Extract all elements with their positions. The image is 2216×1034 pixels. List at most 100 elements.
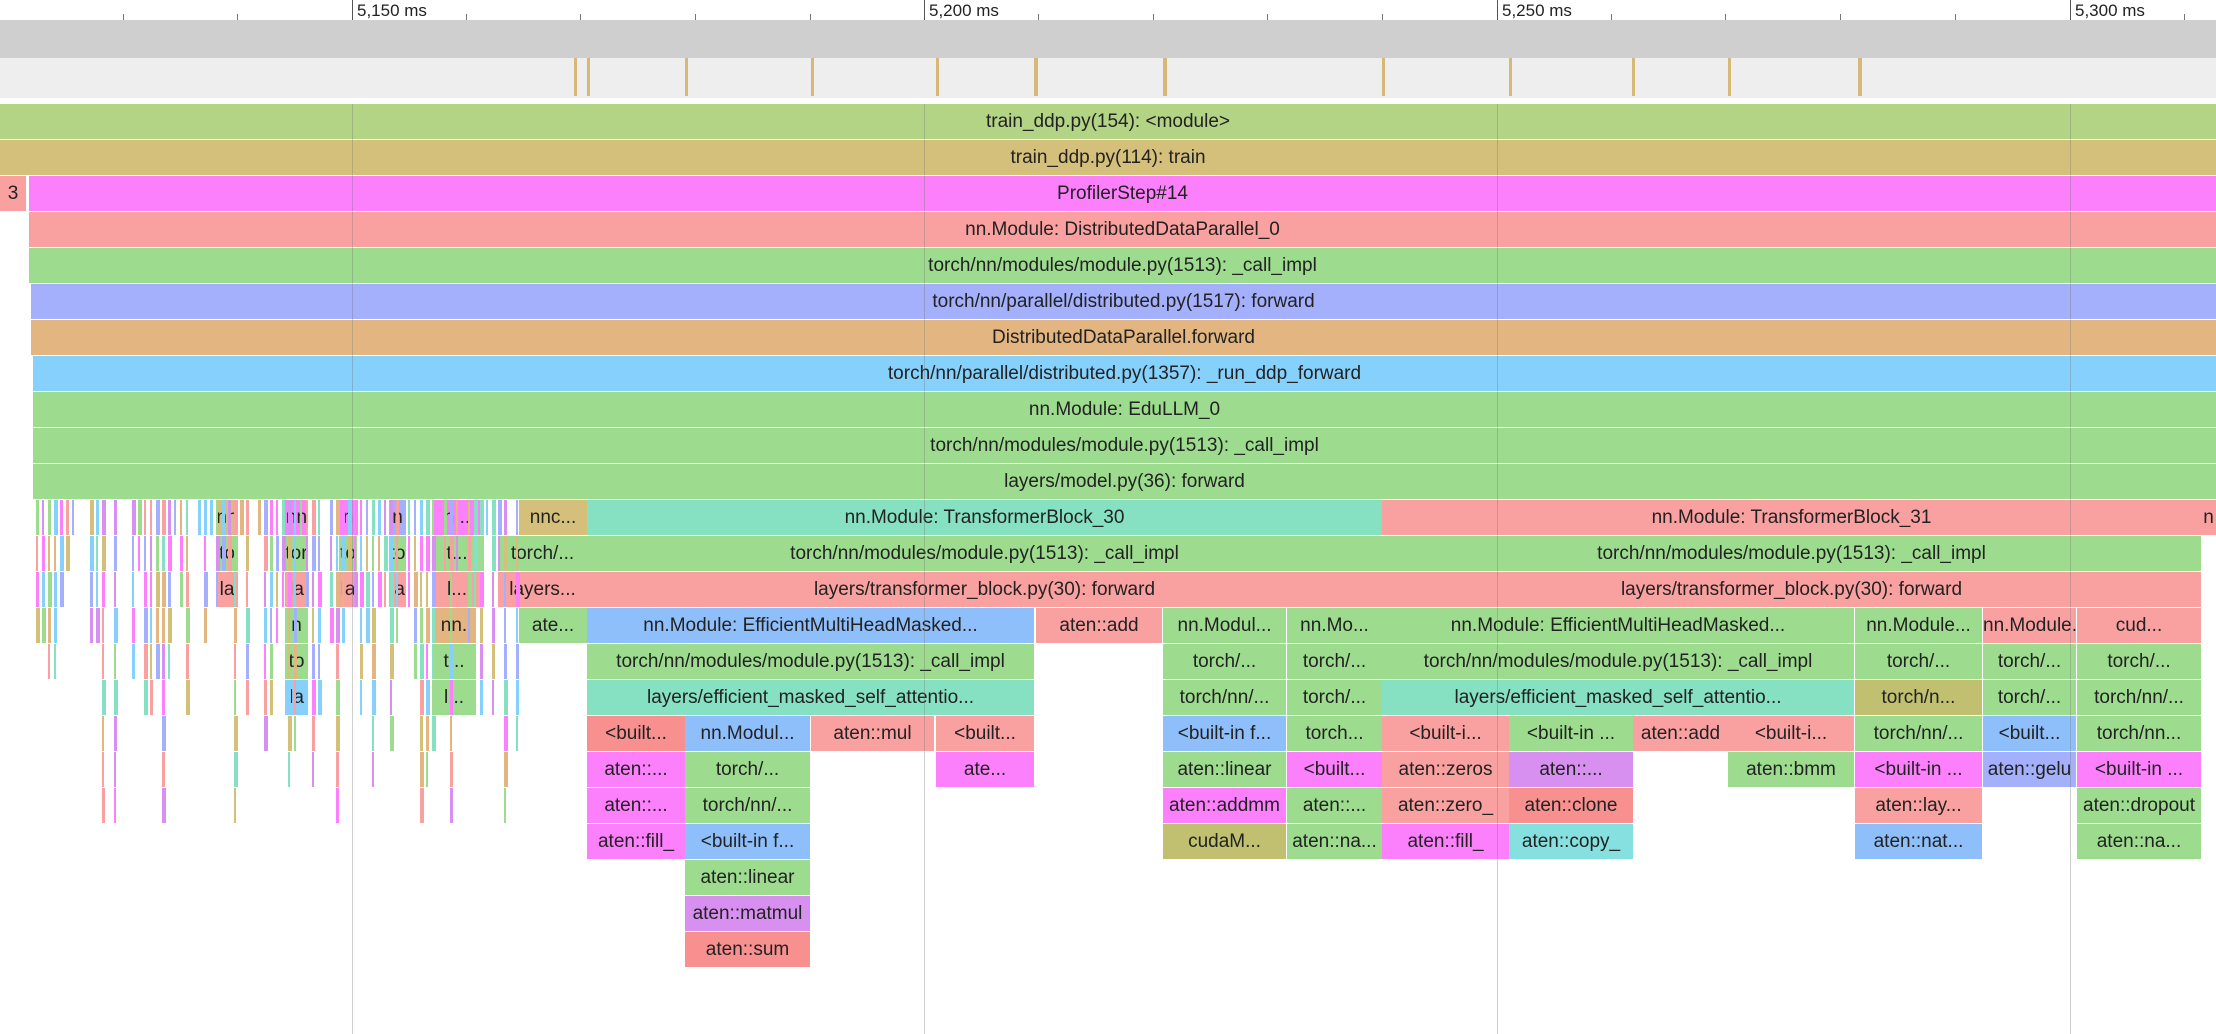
trace-sliver[interactable] — [288, 680, 291, 715]
trace-sliver[interactable] — [36, 500, 39, 535]
trace-sliver[interactable] — [504, 680, 508, 715]
trace-sliver[interactable] — [474, 572, 476, 607]
trace-sliver[interactable] — [288, 608, 290, 643]
trace-sliver[interactable] — [282, 536, 286, 571]
trace-sliver[interactable] — [102, 608, 104, 643]
trace-slice[interactable]: torch/nn/modules/module.py(1513): _call_… — [29, 248, 2216, 283]
trace-sliver[interactable] — [294, 608, 297, 643]
trace-slice[interactable]: aten::linear — [685, 860, 810, 895]
trace-sliver[interactable] — [48, 608, 51, 643]
trace-sliver[interactable] — [390, 680, 392, 715]
trace-sliver[interactable] — [390, 572, 394, 607]
trace-sliver[interactable] — [372, 572, 374, 607]
trace-sliver[interactable] — [36, 536, 38, 571]
trace-sliver[interactable] — [102, 716, 104, 751]
trace-sliver[interactable] — [354, 572, 358, 607]
trace-sliver[interactable] — [480, 536, 484, 571]
trace-slice[interactable]: <built... — [587, 716, 685, 751]
trace-sliver[interactable] — [90, 572, 93, 607]
trace-slice[interactable]: <built-in f... — [685, 824, 810, 859]
trace-sliver[interactable] — [168, 500, 171, 535]
trace-sliver[interactable] — [480, 644, 483, 679]
trace-sliver[interactable] — [228, 536, 232, 571]
trace-sliver[interactable] — [132, 500, 136, 535]
trace-sliver[interactable] — [408, 500, 410, 535]
trace-sliver[interactable] — [150, 500, 152, 535]
trace-slice[interactable]: aten::zero_ — [1382, 788, 1509, 823]
trace-sliver[interactable] — [354, 536, 356, 571]
trace-sliver[interactable] — [102, 752, 104, 787]
trace-sliver[interactable] — [390, 608, 394, 643]
trace-slice[interactable]: <built-in f... — [1163, 716, 1286, 751]
trace-sliver[interactable] — [294, 644, 297, 679]
trace-slice[interactable]: layers/model.py(36): forward — [33, 464, 2216, 499]
trace-sliver[interactable] — [150, 644, 152, 679]
trace-sliver[interactable] — [288, 752, 290, 787]
trace-sliver[interactable] — [408, 572, 410, 607]
trace-sliver[interactable] — [114, 572, 116, 607]
trace-sliver[interactable] — [378, 536, 380, 571]
trace-sliver[interactable] — [60, 536, 64, 571]
trace-sliver[interactable] — [42, 536, 45, 571]
trace-slice[interactable]: torch/nn/modules/module.py(1513): _call_… — [587, 536, 1382, 571]
trace-sliver[interactable] — [228, 500, 231, 535]
trace-sliver[interactable] — [504, 788, 506, 823]
trace-sliver[interactable] — [294, 536, 296, 571]
trace-sliver[interactable] — [348, 500, 352, 535]
trace-sliver[interactable] — [180, 572, 183, 607]
trace-slice[interactable]: nn.Module: DistributedDataParallel_0 — [29, 212, 2216, 247]
trace-slice[interactable]: aten::sum — [685, 932, 810, 967]
trace-sliver[interactable] — [384, 536, 388, 571]
trace-sliver[interactable] — [450, 608, 452, 643]
trace-sliver[interactable] — [450, 680, 453, 715]
trace-sliver[interactable] — [216, 500, 218, 535]
trace-slice[interactable]: aten::mul — [811, 716, 934, 751]
trace-sliver[interactable] — [336, 716, 340, 751]
trace-sliver[interactable] — [342, 500, 345, 535]
trace-sliver[interactable] — [432, 536, 436, 571]
trace-sliver[interactable] — [246, 680, 249, 715]
trace-slice[interactable]: aten::na... — [1287, 824, 1382, 859]
trace-sliver[interactable] — [132, 644, 135, 679]
trace-slice[interactable]: torch/... — [1287, 680, 1382, 715]
trace-sliver[interactable] — [204, 500, 207, 535]
trace-slice[interactable]: <built-in ... — [2077, 752, 2201, 787]
trace-sliver[interactable] — [504, 500, 507, 535]
trace-sliver[interactable] — [384, 500, 386, 535]
trace-sliver[interactable] — [288, 500, 292, 535]
trace-sliver[interactable] — [276, 500, 278, 535]
trace-sliver[interactable] — [276, 536, 279, 571]
trace-slice[interactable]: aten::... — [1287, 788, 1382, 823]
trace-sliver[interactable] — [66, 500, 69, 535]
trace-sliver[interactable] — [372, 716, 374, 751]
trace-slice[interactable]: nn.Mo... — [1287, 608, 1382, 643]
trace-sliver[interactable] — [492, 500, 496, 535]
trace-slice[interactable]: aten::... — [587, 752, 685, 787]
trace-sliver[interactable] — [294, 500, 296, 535]
trace-sliver[interactable] — [144, 500, 146, 535]
trace-slice[interactable]: aten::gelu — [1983, 752, 2076, 787]
trace-sliver[interactable] — [492, 536, 496, 571]
trace-sliver[interactable] — [48, 572, 52, 607]
trace-sliver[interactable] — [420, 644, 424, 679]
trace-slice[interactable]: l... — [432, 680, 476, 715]
trace-sliver[interactable] — [162, 752, 165, 787]
trace-sliver[interactable] — [420, 536, 423, 571]
trace-sliver[interactable] — [450, 536, 454, 571]
trace-slice[interactable]: aten::fill_ — [587, 824, 685, 859]
trace-sliver[interactable] — [234, 572, 236, 607]
trace-slice[interactable]: aten::add — [1036, 608, 1162, 643]
trace-sliver[interactable] — [234, 716, 238, 751]
trace-sliver[interactable] — [396, 536, 398, 571]
trace-sliver[interactable] — [492, 608, 495, 643]
trace-sliver[interactable] — [342, 536, 345, 571]
trace-sliver[interactable] — [96, 500, 99, 535]
trace-slice[interactable]: torch/... — [2077, 644, 2201, 679]
trace-sliver[interactable] — [312, 572, 314, 607]
trace-sliver[interactable] — [336, 644, 339, 679]
trace-sliver[interactable] — [384, 572, 386, 607]
trace-sliver[interactable] — [426, 608, 430, 643]
trace-slice[interactable]: ProfilerStep#14 — [29, 176, 2216, 211]
trace-sliver[interactable] — [456, 500, 458, 535]
trace-sliver[interactable] — [54, 608, 57, 643]
